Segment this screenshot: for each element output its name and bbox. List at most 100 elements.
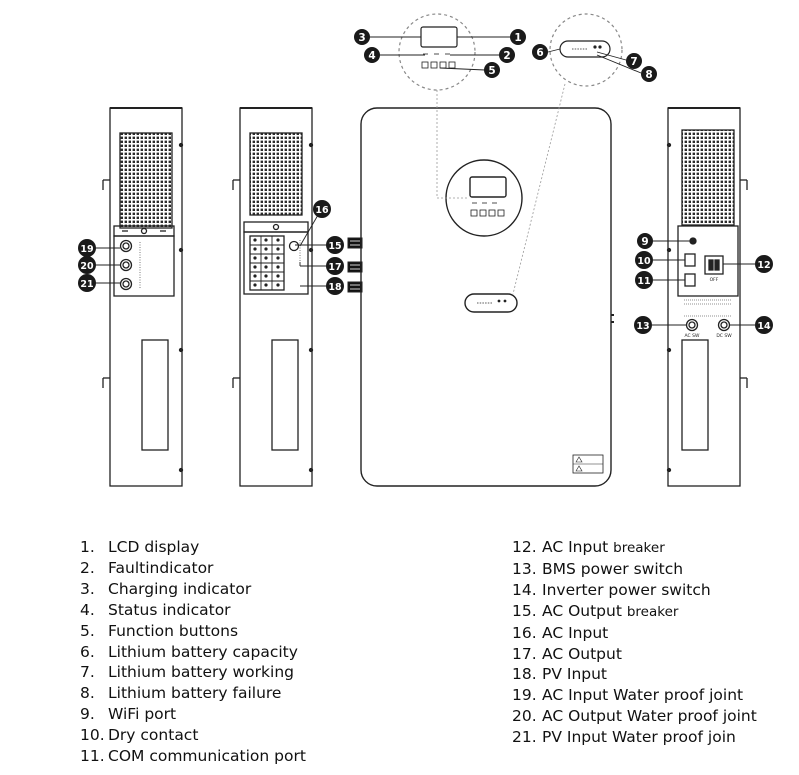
leader-lines bbox=[95, 36, 756, 326]
legend-text-tail: breaker bbox=[626, 603, 679, 620]
callout-markers: 1 2 3 4 5 6 7 8 9 10 11 12 13 14 15 16 1… bbox=[78, 29, 773, 334]
legend-number: 4. bbox=[80, 600, 95, 619]
legend-item: 18.PV Input bbox=[512, 664, 757, 685]
legend-number: 1. bbox=[80, 538, 95, 556]
callout-5: 5 bbox=[484, 62, 500, 78]
callout-9: 9 bbox=[637, 233, 653, 249]
legend-item: 11.COM communication port bbox=[80, 746, 306, 767]
svg-text:6: 6 bbox=[536, 47, 543, 59]
svg-text:2: 2 bbox=[503, 50, 510, 62]
callout-12: 12 bbox=[755, 255, 773, 273]
legend-text: PV Input Water proof join bbox=[542, 728, 736, 747]
legend-number: 6. bbox=[80, 642, 95, 661]
legend-text: COM communication port bbox=[108, 747, 306, 766]
svg-text:4: 4 bbox=[368, 50, 375, 62]
legend-item: 14. Inverter power switch bbox=[512, 580, 757, 601]
off-label: OFF bbox=[710, 277, 719, 283]
legend-item: 12.AC Input breaker bbox=[512, 537, 757, 559]
side-view-right bbox=[666, 107, 748, 487]
legend-text: Status indicator bbox=[108, 600, 231, 619]
svg-text:8: 8 bbox=[645, 69, 652, 81]
legend-number: 20. bbox=[512, 707, 537, 726]
battery-indicator-zoom bbox=[512, 13, 623, 295]
callout-3: 3 bbox=[354, 29, 370, 45]
svg-text:3: 3 bbox=[358, 32, 365, 44]
side-view-wiring bbox=[232, 107, 314, 487]
callout-18: 18 bbox=[326, 277, 344, 295]
legend-text: Lithium battery capacity bbox=[108, 642, 298, 661]
callout-17: 17 bbox=[326, 257, 344, 275]
water-proof-glands bbox=[347, 237, 363, 293]
svg-text:5: 5 bbox=[488, 65, 495, 77]
svg-text:14: 14 bbox=[757, 321, 771, 332]
callout-2: 2 bbox=[499, 47, 515, 63]
svg-text:9: 9 bbox=[641, 236, 648, 248]
lcd-detail-zoom bbox=[398, 13, 476, 199]
legend-number: 9. bbox=[80, 705, 95, 724]
legend-item: 19. AC Input Water proof joint bbox=[512, 685, 757, 706]
legend-item: 6. Lithium battery capacity bbox=[80, 642, 306, 663]
legend-item: 10.Dry contact bbox=[80, 725, 306, 746]
legend-text: Inverter power switch bbox=[542, 580, 711, 599]
callout-6: 6 bbox=[532, 44, 548, 60]
legend-text: AC Output Water proof joint bbox=[542, 707, 757, 726]
ac-sw-label: AC SW bbox=[685, 333, 700, 339]
legend-left: 1. LCD display 2. Faultindicator 3. Chargin… bbox=[80, 537, 306, 767]
legend-number: 10. bbox=[80, 726, 105, 745]
legend-item: 2. Faultindicator bbox=[80, 558, 306, 579]
callout-7: 7 bbox=[626, 53, 642, 69]
legend-number: 17. bbox=[512, 644, 537, 663]
legend-item: 20. AC Output Water proof joint bbox=[512, 706, 757, 727]
svg-text:21: 21 bbox=[80, 279, 93, 290]
legend-text: AC Output bbox=[542, 644, 622, 663]
legend-number: 19. bbox=[512, 686, 537, 705]
callout-16: 16 bbox=[313, 200, 331, 218]
legend-text: AC Output breaker bbox=[542, 601, 678, 623]
legend-number: 15. bbox=[512, 601, 537, 620]
callout-21: 21 bbox=[78, 274, 96, 292]
callout-1: 1 bbox=[510, 29, 526, 45]
legend-item: 13. BMS power switch bbox=[512, 559, 757, 580]
callout-19: 19 bbox=[78, 239, 96, 257]
legend-text-tail: breaker bbox=[613, 540, 665, 556]
svg-text:10: 10 bbox=[637, 256, 651, 267]
callout-11: 11 bbox=[635, 271, 653, 289]
legend-number: 21. bbox=[512, 728, 537, 747]
legend-text: LCD display bbox=[108, 538, 200, 556]
callout-4: 4 bbox=[364, 47, 380, 63]
legend-text: BMS power switch bbox=[542, 559, 684, 578]
legend-text-main: AC Input bbox=[542, 538, 609, 556]
side-view-left bbox=[102, 107, 184, 487]
legend-number: 14. bbox=[512, 580, 537, 599]
legend-number: 3. bbox=[80, 579, 95, 598]
legend-text: AC Input Water proof joint bbox=[542, 686, 744, 705]
legend-item: 3. Charging indicator bbox=[80, 579, 306, 600]
legend-item: 7.Lithium battery working bbox=[80, 662, 306, 683]
legend-item: 1. LCD display bbox=[80, 537, 306, 558]
svg-text:16: 16 bbox=[315, 205, 329, 216]
legend-text: Function buttons bbox=[108, 621, 239, 640]
svg-text:15: 15 bbox=[328, 241, 341, 252]
legend-number: 5. bbox=[80, 621, 95, 640]
legend-item: 17. AC Output bbox=[512, 644, 757, 665]
svg-text:17: 17 bbox=[328, 262, 341, 273]
legend-item: 8. Lithium battery failure bbox=[80, 683, 306, 704]
svg-text:13: 13 bbox=[636, 321, 649, 332]
legend-number: 16. bbox=[512, 623, 537, 642]
legend-number: 2. bbox=[80, 558, 95, 577]
callout-15: 15 bbox=[326, 236, 344, 254]
legend-text: Lithium battery failure bbox=[108, 684, 282, 703]
legend-text: Charging indicator bbox=[108, 579, 252, 598]
callout-13: 13 bbox=[634, 316, 652, 334]
legend-number: 8. bbox=[80, 684, 95, 703]
legend-text: Faultindicator bbox=[108, 558, 214, 577]
legend-item: 21. PV Input Water proof join bbox=[512, 727, 757, 748]
legend-number: 13. bbox=[512, 559, 537, 578]
legend-text: AC Input bbox=[542, 623, 609, 642]
svg-text:7: 7 bbox=[630, 56, 637, 68]
legend-item: 16. AC Input bbox=[512, 623, 757, 644]
legend-right: 12.AC Input breaker 13.BMS power switch … bbox=[512, 537, 757, 748]
legend-item: 5. Function buttons bbox=[80, 621, 306, 642]
legend-number: 7. bbox=[80, 663, 95, 682]
legend-item: 15. AC Output breaker bbox=[512, 601, 757, 623]
